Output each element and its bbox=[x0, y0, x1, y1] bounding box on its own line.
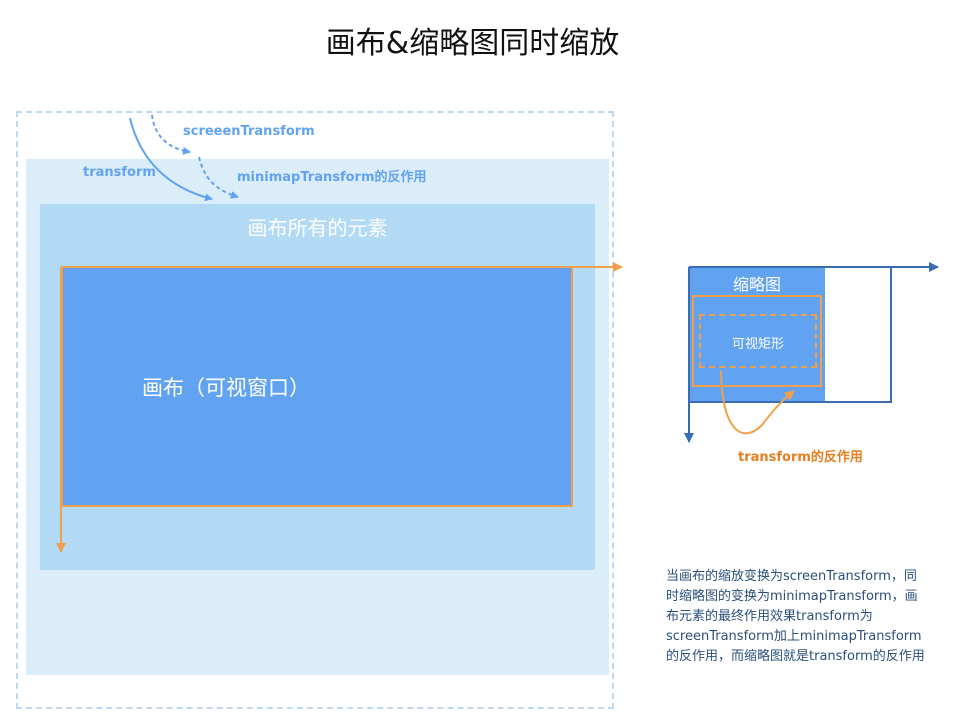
transform-inverse-label: transform的反作用 bbox=[738, 450, 863, 465]
minimap-transform-inverse-label: minimapTransform的反作用 bbox=[237, 170, 427, 185]
screen-transform-label: screeenTransform bbox=[183, 124, 315, 139]
canvas-viewport bbox=[61, 266, 573, 507]
transform-label: transform bbox=[83, 165, 156, 180]
canvas-viewport-label: 画布（可视窗口） bbox=[142, 376, 310, 400]
all-elements-label: 画布所有的元素 bbox=[247, 216, 388, 240]
explanation-text: 当画布的缩放变换为screenTransform，同时缩略图的变换为minima… bbox=[666, 569, 925, 664]
diagram-title: 画布&缩略图同时缩放 bbox=[325, 26, 620, 61]
screen-boundary bbox=[16, 111, 614, 709]
minimap-label: 缩略图 bbox=[732, 275, 781, 294]
visible-rect-label: 可视矩形 bbox=[731, 337, 784, 352]
